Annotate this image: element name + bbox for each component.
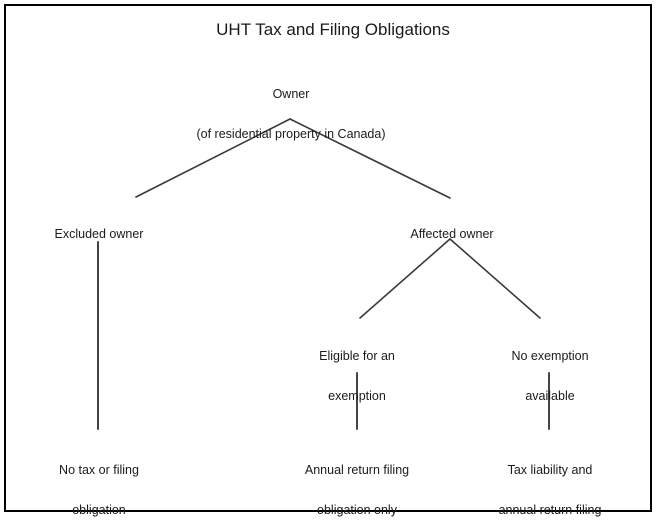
node-outcome-no-tax-or-filing: No tax or filing obligation	[4, 440, 194, 528]
node-owner-root: Owner (of residential property in Canada…	[131, 64, 451, 164]
node-outcome-no-tax-or-filing-line2: obligation	[72, 503, 126, 517]
node-excluded-owner: Excluded owner	[4, 204, 194, 264]
node-no-exemption-available-line1: No exemption	[511, 349, 589, 363]
node-outcome-annual-return-only: Annual return filing obligation only	[257, 440, 457, 528]
page-title: UHT Tax and Filing Obligations	[216, 20, 450, 39]
node-outcome-tax-liability-and-return-line1: Tax liability and	[507, 463, 593, 477]
node-owner-root-line1: Owner	[272, 87, 310, 101]
node-outcome-annual-return-only-line1: Annual return filing	[304, 463, 410, 477]
edge-affected-to-noexempt	[449, 238, 541, 319]
node-outcome-tax-liability-and-return-line2: annual return filing	[498, 503, 602, 517]
edge-root-to-excluded	[135, 118, 291, 198]
node-outcome-annual-return-only-line2: obligation only	[317, 503, 397, 517]
node-affected-owner: Affected owner	[357, 204, 547, 264]
node-outcome-no-tax-or-filing-line1: No tax or filing	[59, 463, 139, 477]
node-eligible-for-exemption-line2: exemption	[328, 389, 386, 403]
node-owner-root-line2: (of residential property in Canada)	[196, 127, 386, 141]
node-no-exemption-available: No exemption available	[465, 326, 635, 426]
node-eligible-for-exemption-line1: Eligible for an	[319, 349, 395, 363]
node-no-exemption-available-line2: available	[525, 389, 575, 403]
node-affected-owner-line1: Affected owner	[410, 227, 494, 241]
node-outcome-tax-liability-and-return: Tax liability and annual return filing o…	[455, 440, 645, 528]
node-excluded-owner-line1: Excluded owner	[54, 227, 144, 241]
diagram-border-frame	[4, 4, 652, 512]
node-eligible-for-exemption: Eligible for an exemption	[272, 326, 442, 426]
edge-affected-to-eligible	[359, 238, 451, 319]
edge-root-to-affected	[289, 118, 451, 199]
